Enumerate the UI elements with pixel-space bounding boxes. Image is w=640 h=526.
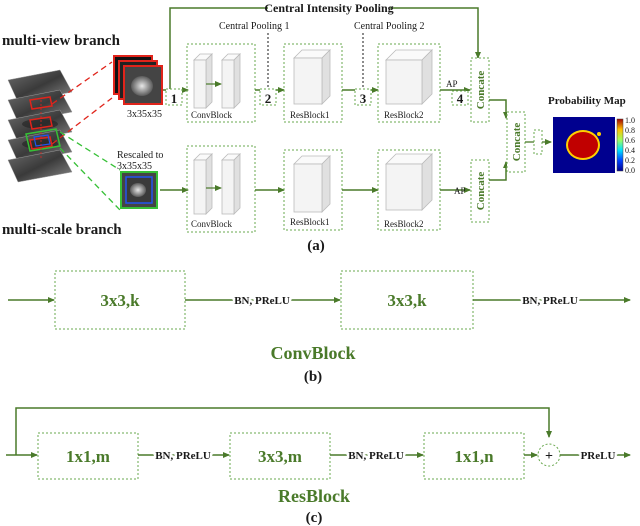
- multi-scale-branch-label: multi-scale branch: [2, 222, 122, 238]
- resblock-conv1-label: 1x1,m: [66, 447, 110, 466]
- resblock-title: ResBlock: [278, 486, 350, 506]
- convblock-bn-prelu-2: BN, PReLU: [522, 295, 578, 307]
- multi-view-patches: [113, 55, 163, 105]
- convblock-title: ConvBlock: [270, 343, 355, 363]
- caption-b: (b): [304, 369, 322, 385]
- resblock-conv3-box: [423, 432, 525, 480]
- residual-add-symbol: +: [545, 449, 553, 464]
- green-dash-connector-top: [59, 131, 121, 171]
- probability-map-title: Probability Map: [548, 95, 626, 107]
- central-pooling-2-label: Central Pooling 2: [354, 21, 425, 32]
- colorbar-tick-0-8: 0.8: [625, 126, 635, 135]
- top-concate-box: [470, 57, 490, 123]
- resblock-conv1-box: [37, 432, 139, 480]
- top-resblock2-label: ResBlock2: [384, 110, 424, 120]
- convblock-bn-prelu-1: BN, PReLU: [234, 295, 290, 307]
- bottom-resblock1: ResBlock1: [283, 149, 343, 231]
- step-1-marker: [165, 88, 183, 106]
- panel-c: 1x1,m BN, PReLU 3x3,m BN, PReLU 1x1,n + …: [6, 407, 631, 526]
- patch-size-label: 3x35x35: [127, 109, 162, 120]
- rescaled-label-line2: 3x35x35: [117, 161, 152, 172]
- convblock-conv2-label: 3x3,k: [387, 291, 427, 310]
- bottom-concate-box: [470, 159, 490, 223]
- resblock-conv2-box: [229, 432, 331, 480]
- central-pooling-1-label: Central Pooling 1: [219, 21, 290, 32]
- top-resblock2: ResBlock2: [377, 43, 441, 123]
- cip-label-bg: [268, 1, 390, 14]
- convblock-conv1-label: 3x3,k: [100, 291, 140, 310]
- bottom-resblock1-label: ResBlock1: [290, 217, 330, 227]
- probability-map: [553, 117, 615, 173]
- red-dash-connector-top: [51, 61, 113, 105]
- bottom-convblock-label: ConvBlock: [191, 219, 233, 229]
- caption-c: (c): [306, 510, 323, 526]
- resblock-conv3-label: 1x1,n: [454, 447, 494, 466]
- step-2-marker: [259, 88, 277, 106]
- green-dash-connector-bottom: [59, 147, 121, 211]
- step-3-marker: [354, 88, 372, 106]
- panel-b: 3x3,k BN, PReLU 3x3,k BN, PReLU ConvBloc…: [8, 270, 631, 385]
- final-fc-box: [533, 129, 543, 155]
- central-intensity-pooling-label: Central Intensity Pooling: [264, 1, 393, 15]
- multi-view-branch-label: multi-view branch: [2, 33, 121, 49]
- top-branch: ConvBlock ResBlock1 ResBlock2 AP: [163, 43, 490, 123]
- bottom-resblock2-label: ResBlock2: [384, 219, 424, 229]
- colorbar-tick-0-4: 0.4: [625, 146, 635, 155]
- red-dash-connector-bottom: [51, 97, 113, 145]
- step-3-label: 3: [360, 91, 367, 106]
- step-1-label: 1: [171, 91, 178, 106]
- bottom-branch: ConvBlock ResBlock1 ResBlock2 AP Con: [160, 145, 490, 233]
- top-resblock1: ResBlock1: [283, 43, 343, 123]
- probability-colorbar: 1.0 0.8 0.6 0.4 0.2 0.0: [616, 116, 635, 175]
- final-concate-label: Concate: [511, 123, 523, 162]
- step-4-label: 4: [457, 91, 464, 106]
- colorbar-tick-1-0: 1.0: [625, 116, 635, 125]
- top-resblock1-label: ResBlock1: [290, 110, 330, 120]
- top-convblock-label: ConvBlock: [191, 110, 233, 120]
- colorbar-tick-0-2: 0.2: [625, 156, 635, 165]
- colorbar-tick-0-6: 0.6: [625, 136, 635, 145]
- bottom-concate-label: Concate: [475, 172, 487, 211]
- resblock-bn-prelu-1: BN, PReLU: [155, 450, 211, 462]
- merge-arrow-bottom: [489, 161, 509, 181]
- resblock-conv2-label: 3x3,m: [258, 447, 302, 466]
- top-concate-label: Concate: [475, 71, 487, 110]
- multi-scale-patch: [120, 171, 158, 209]
- resblock-prelu: PReLU: [581, 450, 616, 462]
- ct-slice-stack: [7, 69, 73, 183]
- merge-arrow-top: [489, 99, 509, 119]
- caption-a: (a): [307, 238, 325, 254]
- top-ap-label: AP: [446, 79, 458, 89]
- step-2-label: 2: [265, 91, 272, 106]
- resblock-skip-connection: [15, 407, 552, 455]
- colorbar-tick-0-0: 0.0: [625, 166, 635, 175]
- bottom-convblock: ConvBlock: [186, 145, 256, 233]
- rescaled-label-line1: Rescaled to: [117, 150, 163, 161]
- convblock-conv1-box: [54, 270, 186, 330]
- resblock-bn-prelu-2: BN, PReLU: [348, 450, 404, 462]
- bottom-resblock2: ResBlock2: [377, 149, 441, 231]
- bottom-ap-label: AP: [454, 186, 466, 196]
- step-4-marker: [451, 90, 469, 106]
- top-convblock: ConvBlock: [186, 43, 256, 123]
- panel-a: multi-view branch multi-scale branch: [2, 1, 635, 254]
